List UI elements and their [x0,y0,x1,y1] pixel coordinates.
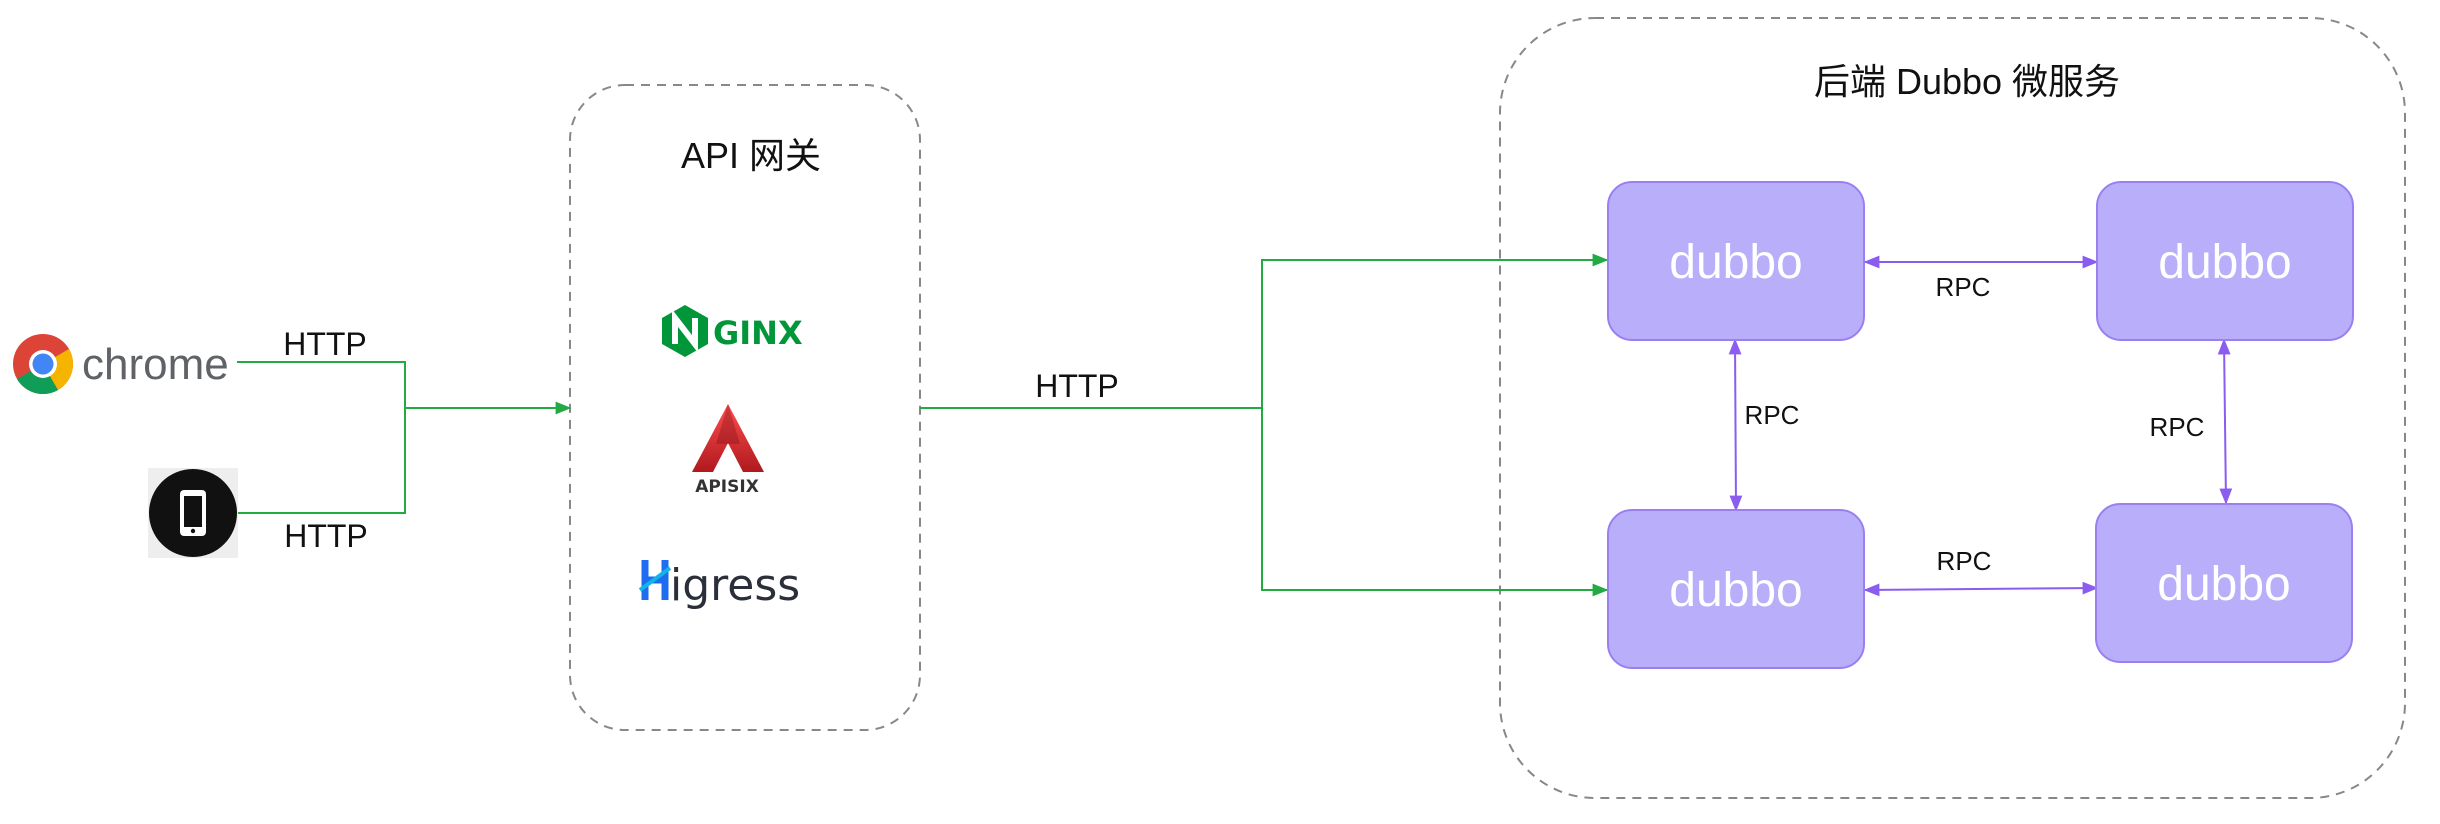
rpc-label-s1-s3: RPC [1745,400,1800,430]
service-node: dubbo [1607,509,1865,669]
client-http-links [237,361,572,514]
service-label: dubbo [2157,558,2290,611]
service-label: dubbo [2158,236,2291,289]
gateway-http-links [920,253,1609,597]
mobile-phone-icon [180,490,206,536]
chrome-http-label: HTTP [283,326,367,362]
mobile-http-label: HTTP [284,518,368,554]
svg-text:igress: igress [670,560,800,611]
nginx-logo: GINX [662,305,803,357]
service-label: dubbo [1669,236,1802,289]
higress-logo: igress [638,560,800,611]
gateway-http-label: HTTP [1035,368,1119,404]
svg-text:GINX: GINX [713,314,803,352]
rpc-label-s1-s2: RPC [1936,272,1991,302]
mobile-http-line [238,408,406,514]
rpc-line-s1-s3 [1728,338,1743,512]
service-node: dubbo [1607,181,1865,341]
mobile-client [148,468,238,558]
rpc-label-s2-s4: RPC [2150,412,2205,442]
gateway-container [569,84,921,731]
chrome-client: chrome [13,334,229,395]
apisix-logo: APISIX [692,404,764,497]
svg-text:APISIX: APISIX [695,477,759,497]
rpc-line-s3-s4 [1863,581,2099,597]
service-label: dubbo [1669,564,1802,617]
service-node: dubbo [2096,181,2354,341]
gateway-title: API 网关 [681,135,821,176]
chrome-icon [13,334,74,395]
http-line-to-s3 [1261,408,1609,597]
rpc-links [1728,255,2233,597]
http-line-to-s1 [1261,253,1609,408]
chrome-label: chrome [82,340,229,389]
backend-title: 后端 Dubbo 微服务 [1814,61,2120,102]
backend-container [1499,17,2406,799]
rpc-label-s3-s4: RPC [1937,546,1992,576]
chrome-http-line [237,361,406,408]
service-node: dubbo [2095,503,2353,663]
rpc-line-s2-s4 [2217,338,2233,505]
